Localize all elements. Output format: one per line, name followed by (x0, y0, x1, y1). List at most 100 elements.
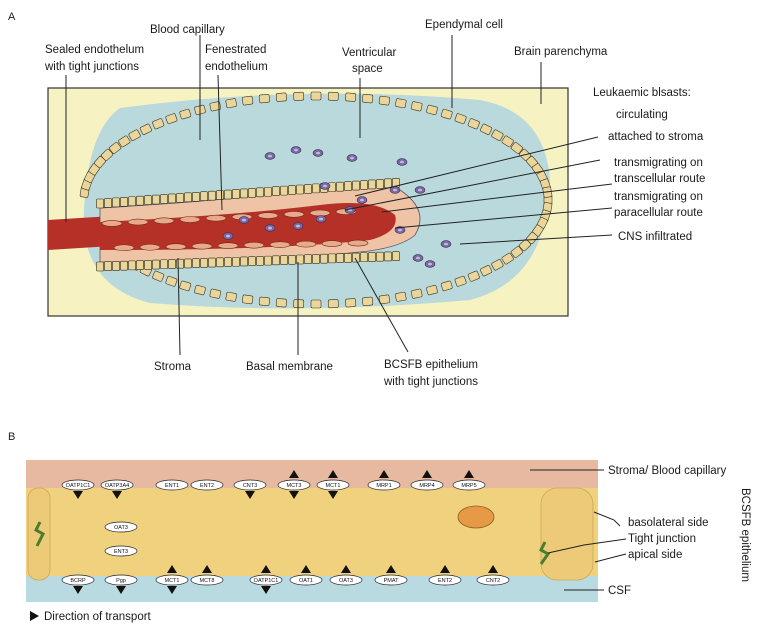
epithelial-cell (313, 184, 320, 193)
transporter-label: Pgp (116, 578, 126, 584)
epithelial-cell (209, 258, 216, 267)
label-fenestrated-1: Fenestrated (205, 44, 266, 56)
transporter-label: MRP1 (376, 483, 391, 489)
blast-nucleus (400, 161, 404, 164)
epithelial-cell (217, 258, 224, 267)
transporter-label: MCT8 (200, 578, 215, 584)
epithelial-cell (305, 184, 312, 193)
epithelial-cell (129, 197, 136, 206)
epithelial-cell (257, 188, 264, 197)
endothelial-cell (166, 244, 186, 250)
label-circulating: circulating (616, 109, 668, 121)
transporter-label: OATP1C1 (66, 483, 91, 489)
epithelial-cell (337, 254, 344, 263)
epithelial-cell (313, 254, 320, 263)
endothelial-cell (258, 213, 278, 219)
epithelial-cell (361, 253, 368, 262)
label-stroma-blood: Stroma/ Blood capillary (608, 465, 726, 477)
epithelial-cell (225, 258, 232, 267)
ependymal-cell (411, 289, 422, 299)
ependymal-cell (226, 98, 237, 108)
epithelial-cell (193, 192, 200, 201)
label-csf: CSF (608, 585, 631, 597)
epithelial-cell (337, 182, 344, 191)
label-paracell-2: paracellular route (614, 207, 703, 219)
neighbor-cell-right (541, 488, 593, 580)
epithelial-cell (105, 198, 112, 207)
blast-nucleus (296, 225, 300, 228)
transporter-label: PMAT (384, 578, 400, 584)
endothelial-cell (348, 240, 368, 246)
endothelial-cell (296, 241, 316, 247)
ependymal-cell (311, 300, 321, 308)
epithelial-cell (345, 253, 352, 262)
transporter-label: MCT1 (165, 578, 180, 584)
ependymal-cell (362, 94, 373, 103)
transporter-label: OATP3A4 (105, 483, 129, 489)
epithelial-cell (273, 256, 280, 265)
label-bcsfb-2: with tight junctions (383, 376, 478, 388)
epithelial-cell (145, 260, 152, 269)
epithelial-cell (273, 187, 280, 196)
ependymal-cell (276, 298, 287, 307)
ependymal-cell (395, 292, 406, 302)
epithelial-cell (177, 259, 184, 268)
epithelial-cell (289, 255, 296, 264)
neighbor-cell-left (28, 488, 50, 580)
endothelial-cell (154, 218, 174, 224)
ependymal-cell (345, 93, 356, 102)
label-bcsfb-1: BCSFB epithelium (384, 359, 478, 371)
ependymal-cell (226, 292, 237, 302)
epithelial-cell (145, 196, 152, 205)
epithelial-cell (385, 179, 392, 188)
blast-nucleus (294, 149, 298, 152)
blast-nucleus (398, 229, 402, 232)
epithelial-cell (185, 193, 192, 202)
transporter-label: ENT3 (114, 549, 128, 555)
panel-b-letter: B (8, 431, 15, 443)
epithelial-cell (281, 186, 288, 195)
epithelial-cell (377, 252, 384, 261)
blast-nucleus (316, 152, 320, 155)
label-bcsfb-epithelium: BCSFB epithelium (739, 488, 751, 582)
epithelial-cell (169, 194, 176, 203)
blast-nucleus (350, 157, 354, 160)
epithelial-cell (377, 179, 384, 188)
label-attached: attached to stroma (608, 131, 704, 143)
transporter-label: MRP4 (419, 483, 434, 489)
ependymal-cell (328, 300, 338, 308)
label-blood-capillary: Blood capillary (150, 24, 225, 36)
transporter-label: MRP5 (461, 483, 476, 489)
blast-nucleus (418, 189, 422, 192)
epithelial-cell (217, 191, 224, 200)
ependymal-cell (294, 300, 304, 308)
epithelial-cell (361, 181, 368, 190)
transporter-label: MCT3 (287, 483, 302, 489)
blast-nucleus (268, 155, 272, 158)
epithelial-cell (353, 181, 360, 190)
endothelial-cell (128, 219, 148, 225)
epithelial-cell (113, 198, 120, 207)
epithelial-cell (161, 260, 168, 269)
label-sealed-endothelium-2: with tight junctions (44, 61, 139, 73)
label-transcell-2: transcellular route (614, 173, 705, 185)
epithelial-cell (305, 255, 312, 264)
ependymal-cell (328, 92, 338, 100)
endothelial-cell (322, 241, 342, 247)
label-ependymal-cell: Ependymal cell (425, 19, 503, 31)
label-leukaemic: Leukaemic blsasts: (593, 87, 691, 99)
ependymal-cell (242, 295, 253, 304)
epithelial-cell (329, 254, 336, 263)
epithelial-cell (321, 254, 328, 263)
endothelial-cell (102, 220, 122, 226)
ependymal-cell (259, 297, 270, 306)
transporter-label: CNT2 (486, 578, 500, 584)
epithelial-cell (105, 262, 112, 271)
epithelial-cell (369, 180, 376, 189)
endothelial-cell (192, 243, 212, 249)
blast-nucleus (416, 257, 420, 260)
epithelial-cell (161, 195, 168, 204)
epithelial-cell (97, 262, 104, 271)
epithelial-cell (249, 257, 256, 266)
